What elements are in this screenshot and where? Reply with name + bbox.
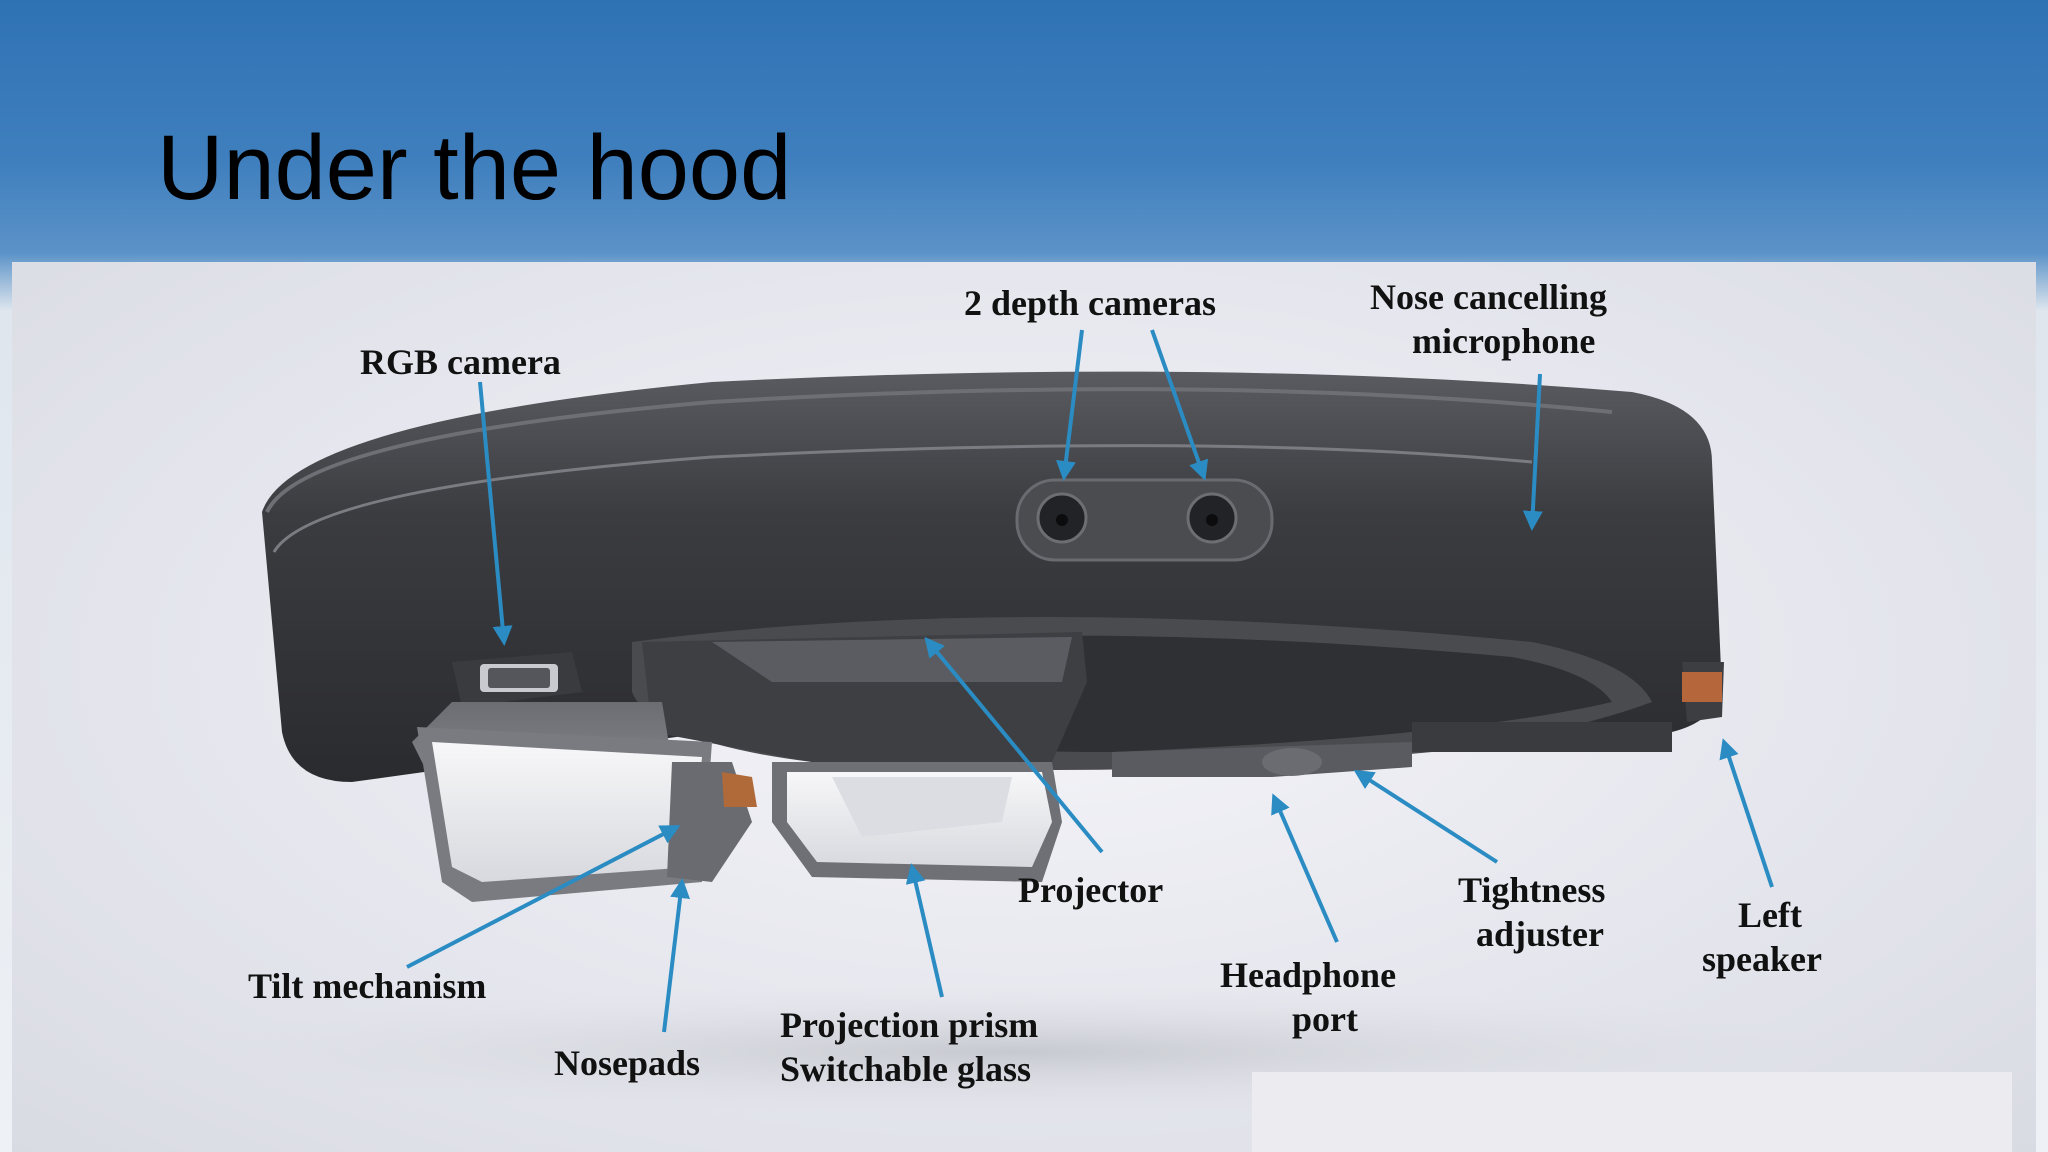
label-rgb-camera: RGB camera [360, 342, 561, 382]
label-prism-line1: Projection prism [780, 1005, 1038, 1045]
arrow-headphone [1271, 793, 1339, 943]
label-tightness-line1: Tightness [1458, 870, 1605, 910]
arrow-rgb-camera [478, 381, 513, 646]
label-headphone-line2: port [1292, 999, 1358, 1039]
label-projector: Projector [1018, 870, 1163, 910]
arrow-tightness [1353, 769, 1499, 864]
headset-illustration [262, 371, 1724, 902]
arrow-left-speaker [1719, 738, 1774, 888]
headset-diagram: RGB camera 2 depth cameras Nose cancelli… [12, 262, 2036, 1152]
label-left-speaker-line2: speaker [1702, 939, 1822, 979]
callout-arrows [406, 329, 1774, 1033]
label-tilt: Tilt mechanism [248, 966, 486, 1006]
label-headphone-line1: Headphone [1220, 955, 1396, 995]
label-left-speaker-line1: Left [1738, 895, 1802, 935]
label-tightness-line2: adjuster [1476, 914, 1604, 954]
diagram-canvas: RGB camera 2 depth cameras Nose cancelli… [52, 277, 2012, 1152]
arrow-depth-camera-2 [1150, 329, 1209, 481]
slide-title: Under the hood [157, 117, 792, 219]
arrow-prism [905, 863, 944, 998]
floor-patch [1252, 1072, 2012, 1152]
arrow-tilt [406, 825, 681, 969]
arrow-projector [924, 636, 1104, 854]
arrow-depth-camera-1 [1056, 329, 1084, 481]
label-depth-cameras: 2 depth cameras [964, 283, 1216, 323]
label-nose-mic-line1: Nose cancelling [1370, 277, 1607, 317]
arrow-nosepads [662, 878, 691, 1033]
label-nose-mic-line2: microphone [1412, 321, 1595, 361]
arrow-nose-mic [1522, 373, 1543, 531]
label-prism-line2: Switchable glass [780, 1049, 1031, 1089]
label-nosepads: Nosepads [554, 1043, 700, 1083]
